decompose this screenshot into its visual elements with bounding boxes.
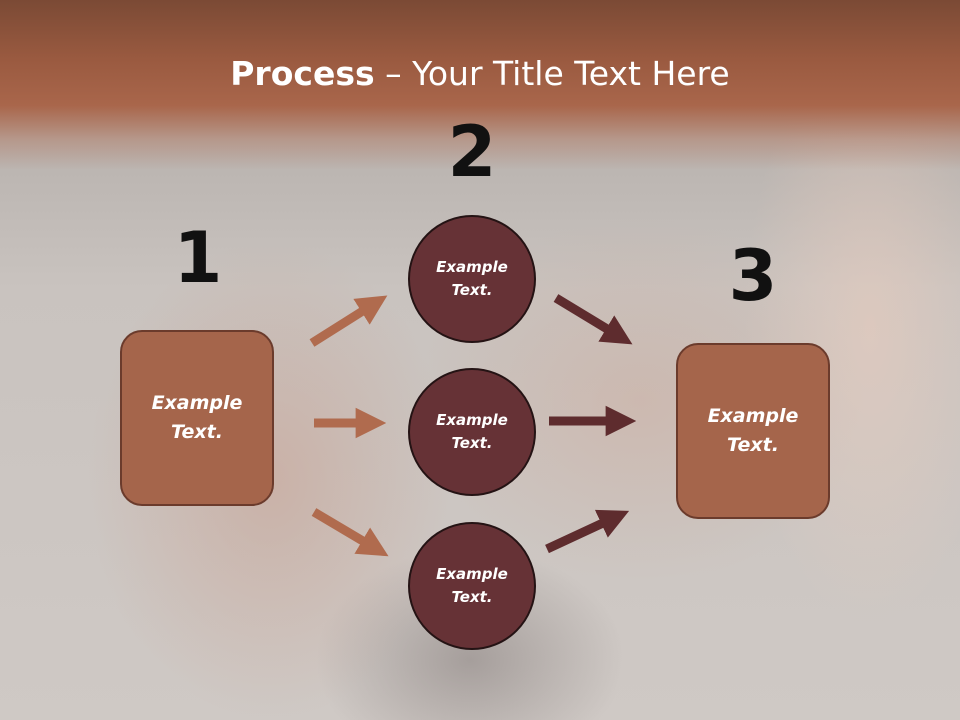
slide-title: Process – Your Title Text Here: [0, 52, 960, 96]
left-box-text: Example Text.: [151, 392, 243, 443]
circle-bottom: Example Text.: [408, 522, 536, 650]
title-band: [0, 0, 960, 170]
arrow-left-down: [311, 508, 389, 557]
circle-bottom-text: Example Text.: [436, 565, 508, 606]
circle-middle: Example Text.: [408, 368, 536, 496]
circle-middle-text: Example Text.: [436, 411, 508, 452]
step-number-2: 2: [447, 111, 497, 193]
left-box: Example Text.: [120, 330, 274, 506]
arrow-right-down: [545, 509, 630, 554]
right-box-text: Example Text.: [707, 405, 799, 456]
right-box: Example Text.: [676, 343, 830, 519]
step-number-1: 1: [173, 217, 223, 299]
arrow-right-up: [553, 294, 633, 345]
circle-top: Example Text.: [408, 215, 536, 343]
title-rest: – Your Title Text Here: [374, 54, 730, 93]
title-bold: Process: [230, 54, 375, 93]
step-number-3: 3: [728, 235, 778, 317]
circle-top-text: Example Text.: [436, 258, 508, 299]
arrow-left-up: [309, 295, 388, 347]
